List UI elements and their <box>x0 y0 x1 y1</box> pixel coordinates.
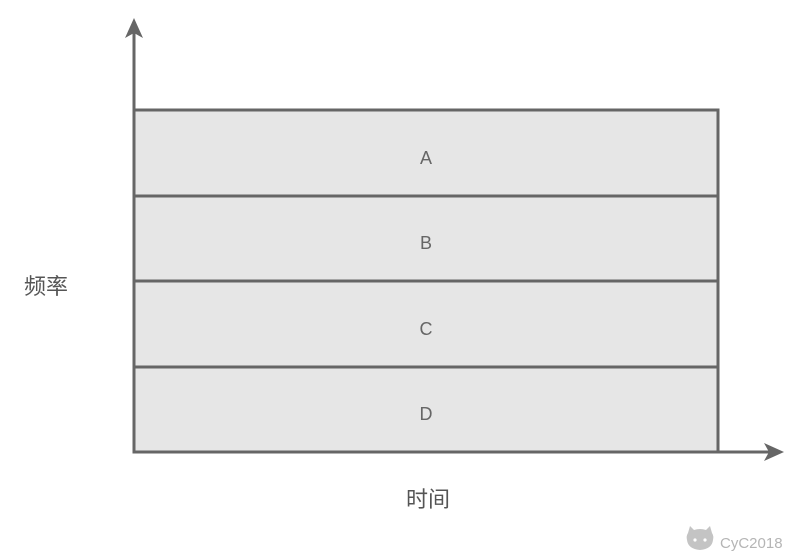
band-c-label: C <box>420 319 433 339</box>
y-axis-label: 频率 <box>24 275 68 300</box>
band-b-label: B <box>420 233 432 253</box>
x-axis <box>133 443 784 461</box>
y-axis-arrow-icon <box>125 18 143 38</box>
band-c-rect <box>132 279 720 369</box>
band-a-rect <box>132 108 720 198</box>
band-d-rect <box>132 365 720 454</box>
watermark: CyC2018 <box>686 526 783 552</box>
band-d-label: D <box>420 404 433 424</box>
band-b: B <box>132 194 720 283</box>
x-axis-label: 时间 <box>406 488 450 513</box>
y-axis <box>125 18 143 453</box>
band-a-label: A <box>420 148 432 168</box>
band-a: A <box>132 108 720 198</box>
github-octocat-icon <box>686 526 714 550</box>
band-d: D <box>132 365 720 454</box>
band-b-rect <box>132 194 720 283</box>
frequency-bands: A B C D <box>132 108 720 454</box>
x-axis-arrow-icon <box>764 443 784 461</box>
band-c: C <box>132 279 720 369</box>
watermark-text: CyC2018 <box>720 535 783 552</box>
